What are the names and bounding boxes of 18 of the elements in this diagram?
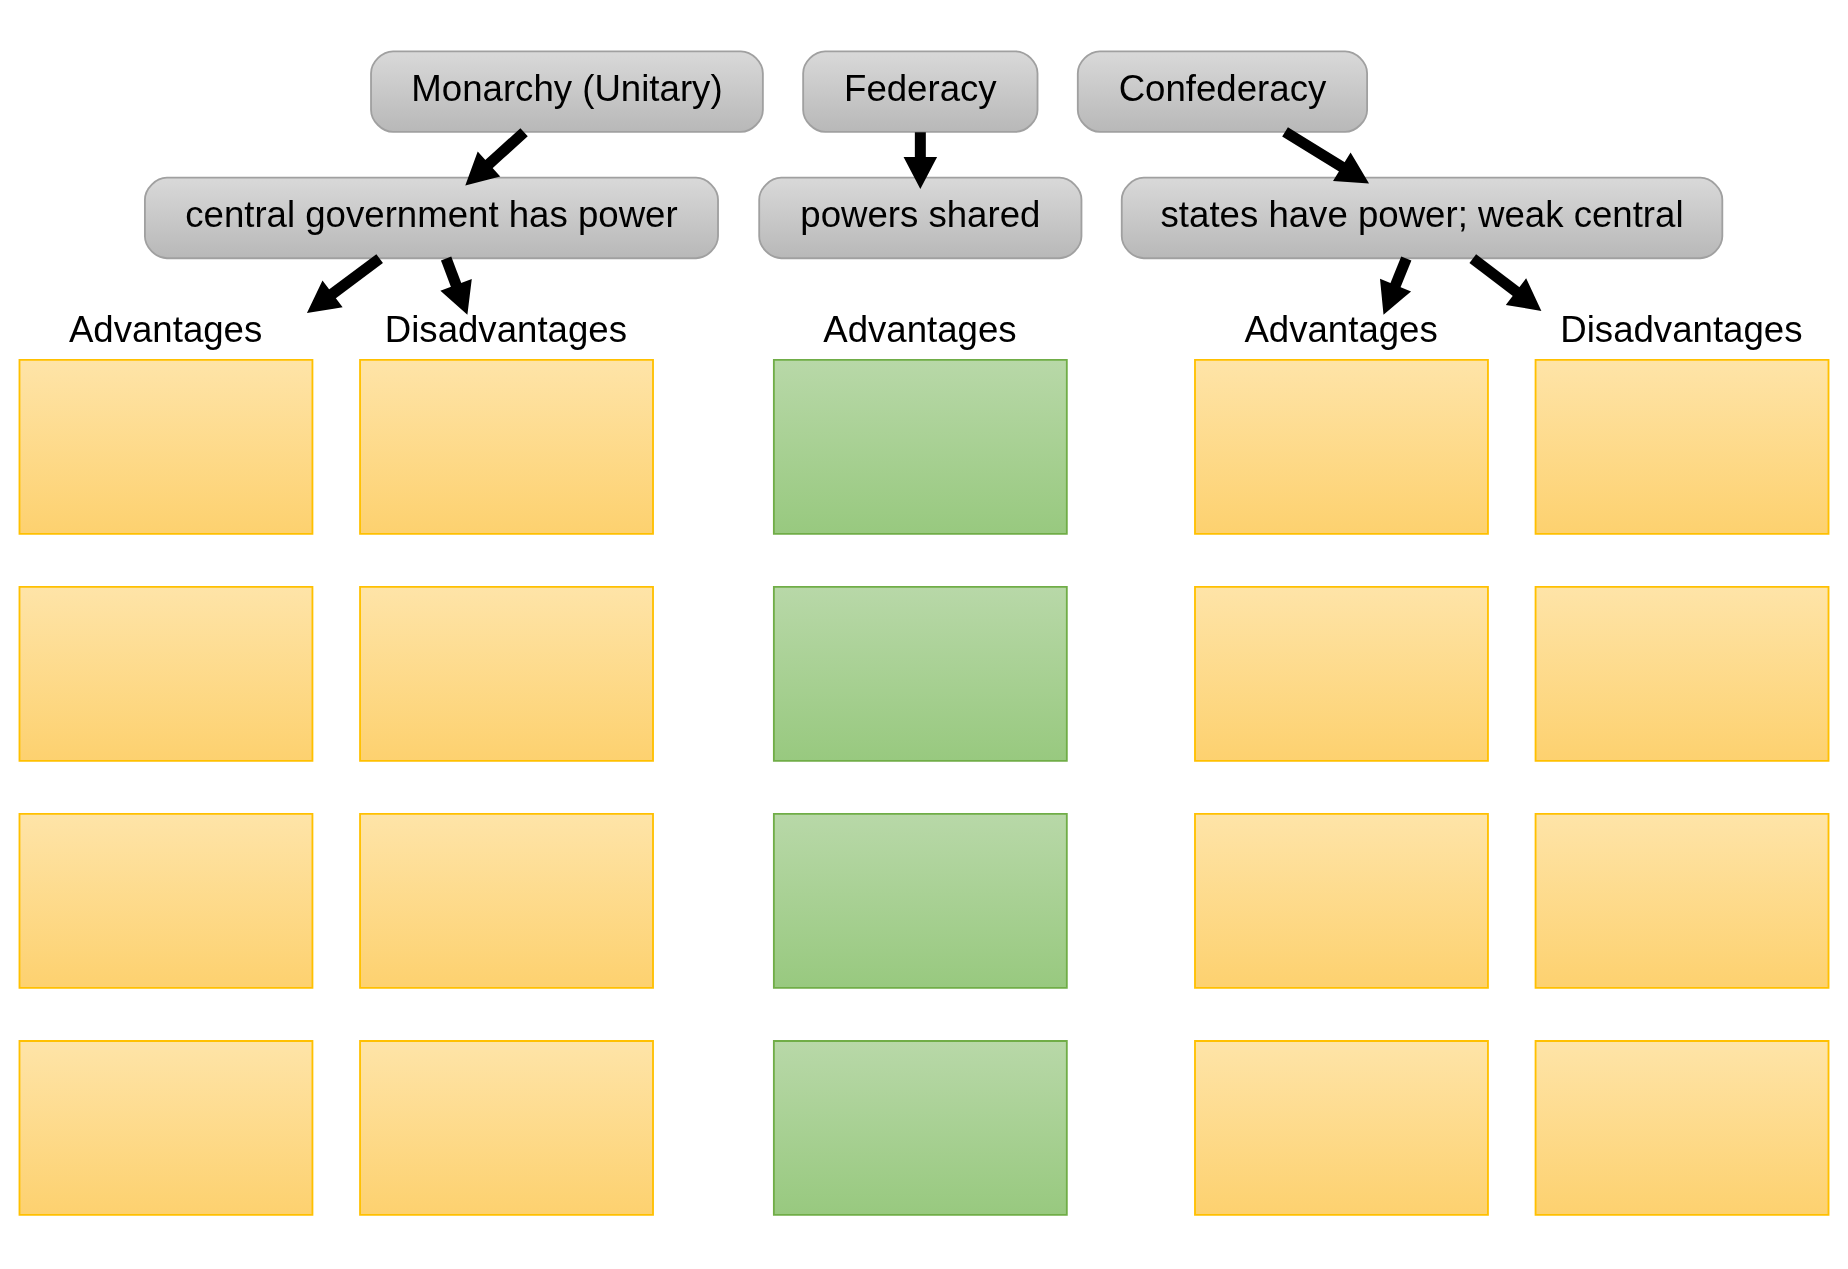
node-box: Federacy xyxy=(802,50,1039,133)
arrow xyxy=(903,132,938,189)
arrow xyxy=(1469,254,1542,311)
arrow xyxy=(1282,127,1370,184)
node-box: states have power; weak central xyxy=(1120,176,1724,260)
arrow xyxy=(1380,256,1412,315)
node-label: Advantages xyxy=(68,308,263,350)
node-box: Confederacy xyxy=(1076,50,1368,133)
node-box: central government has power xyxy=(144,176,719,260)
arrow xyxy=(465,128,528,186)
node-label: Disadvantages xyxy=(1560,308,1803,350)
node-box: Monarchy (Unitary) xyxy=(370,50,764,133)
node-box: powers shared xyxy=(758,176,1083,260)
arrow xyxy=(306,254,383,313)
node-label: Disadvantages xyxy=(384,308,627,350)
node-label: Advantages xyxy=(823,308,1017,350)
node-label: Advantages xyxy=(1244,308,1438,350)
arrow xyxy=(440,256,472,315)
